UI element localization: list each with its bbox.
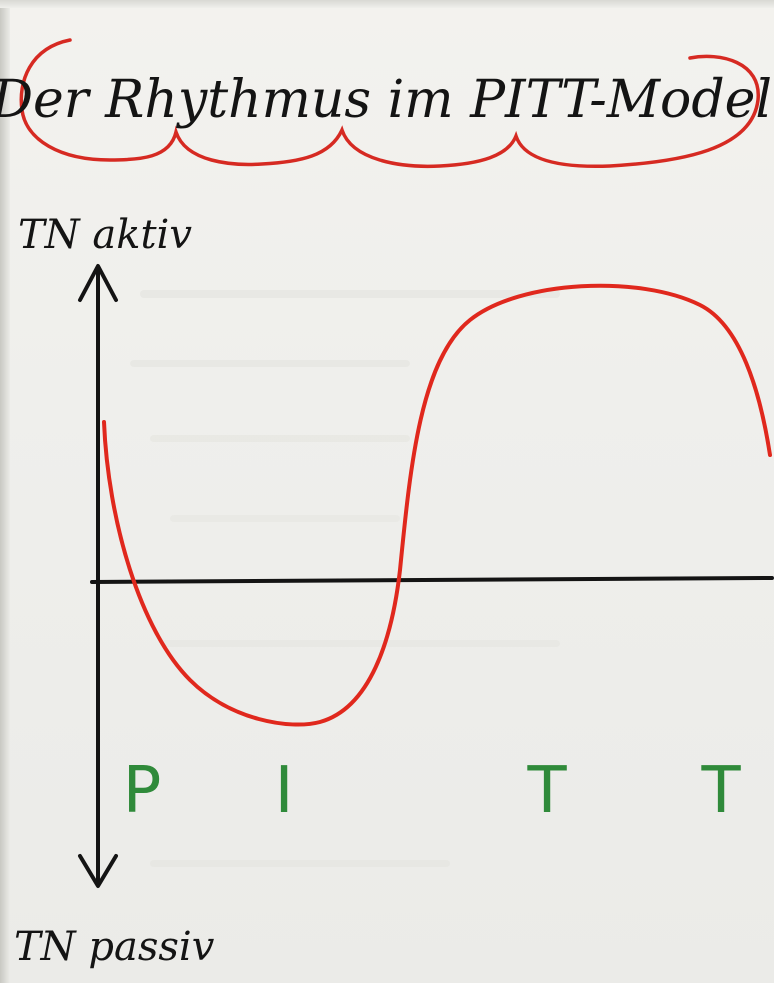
y-axis-label-bottom: TN passiv xyxy=(14,924,215,970)
activity-curve xyxy=(102,283,772,727)
arrow-down-icon xyxy=(78,854,118,888)
phase-letter-t2: T xyxy=(700,754,741,828)
phase-letter-t1: T xyxy=(526,754,567,828)
phase-letter-p: P xyxy=(123,754,162,828)
title-cloud-outline xyxy=(19,38,760,169)
paper-edge-top xyxy=(0,0,774,8)
phase-letter-i: I xyxy=(275,754,294,828)
y-axis xyxy=(78,264,118,888)
y-axis-label-top: TN aktiv xyxy=(18,212,192,258)
paper-edge-left xyxy=(0,0,10,983)
diagram-title: Der Rhythmus im PITT-Modell xyxy=(0,70,774,130)
show-through-text xyxy=(130,290,560,867)
arrow-up-icon xyxy=(78,264,118,302)
x-axis xyxy=(90,576,774,584)
